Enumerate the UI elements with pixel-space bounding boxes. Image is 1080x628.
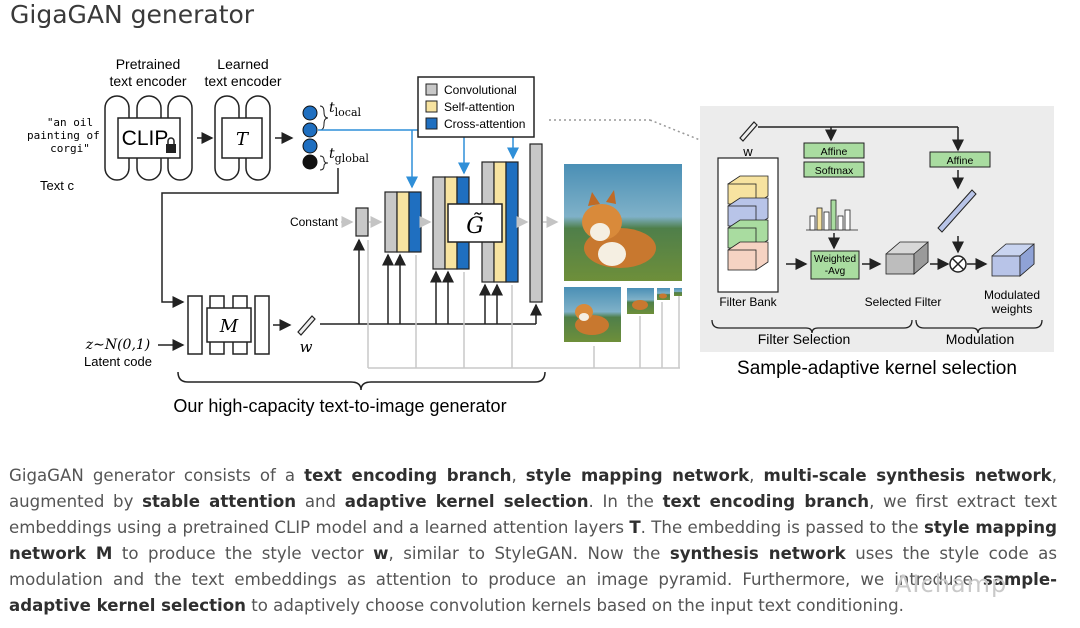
prompt-text: "an oil painting of a corgi"	[27, 116, 113, 155]
filter-bank	[717, 157, 779, 293]
gigagan-architecture-figure: "an oil painting of a corgi" Text c Pret…	[27, 56, 1054, 416]
softmax-label: Softmax	[815, 165, 854, 177]
w-panel-label: w	[742, 144, 753, 159]
w-vector-icon	[297, 315, 316, 336]
constant-label: Constant	[290, 215, 339, 229]
weighted-avg-box: Weighted -Avg	[810, 250, 860, 280]
selected-filter-label: Selected Filter	[865, 295, 942, 309]
text-token-circles	[302, 105, 318, 170]
pretrained-label-line1: Pretrained	[116, 56, 181, 72]
generator-caption: Our high-capacity text-to-image generato…	[173, 396, 506, 416]
description-paragraph: GigaGAN generator consists of a text enc…	[9, 466, 1057, 616]
text-c-label: Text c	[40, 178, 74, 193]
legend-swatch-cross	[425, 117, 438, 130]
modulated-weights	[991, 243, 1035, 277]
modulation-vector-icon	[937, 189, 977, 233]
weights-histogram	[806, 199, 858, 231]
style-modulation-lines	[320, 238, 542, 325]
global-path	[161, 168, 339, 308]
t-encoder-label: T	[236, 129, 250, 150]
watermark: AIchamp	[895, 570, 1008, 598]
legend-cross: Cross-attention	[444, 117, 525, 131]
generator-brace	[177, 371, 546, 391]
selected-filter	[885, 241, 929, 275]
legend-swatch-self	[425, 100, 438, 113]
clip-encoder-block	[104, 95, 193, 181]
constant-block	[355, 207, 369, 237]
softmax-box: Softmax	[803, 161, 865, 178]
w-label: w	[300, 338, 313, 356]
mapping-network-block	[187, 295, 270, 355]
learned-label-line1: Learned	[217, 56, 268, 72]
w-panel-icon	[739, 121, 758, 142]
t-global-label: tglobal	[329, 146, 369, 165]
modulation-label: Modulation	[946, 331, 1015, 347]
affine2-text: Affine	[947, 155, 974, 167]
generated-image-medium	[564, 287, 621, 342]
generated-image-tiniest	[674, 288, 682, 296]
latent-code-label: Latent code	[84, 354, 152, 369]
lock-icon	[166, 137, 176, 153]
legend-swatch-conv	[425, 83, 438, 96]
modulation-brace	[915, 319, 1043, 334]
filter-selection-label: Filter Selection	[758, 331, 851, 347]
generated-image-tiny	[657, 288, 670, 300]
prompt-line-2: painting of a	[27, 129, 113, 142]
generated-image-large	[564, 164, 682, 281]
modulated-label-1: Modulated	[984, 288, 1040, 302]
filter-selection-brace	[711, 319, 913, 334]
pretrained-label-line2: text encoder	[109, 73, 186, 89]
block-legend: Convolutional Self-attention Cross-atten…	[417, 76, 535, 138]
g-tilde-box	[447, 203, 503, 243]
t-local-label: tlocal	[329, 100, 362, 119]
prompt-line-1: "an oil	[47, 116, 93, 129]
pyramid-feedback-lines	[367, 240, 680, 369]
panel-caption: Sample-adaptive kernel selection	[737, 358, 1017, 379]
affine2-box: Affine	[929, 151, 991, 168]
page-title: GigaGAN generator	[10, 0, 255, 29]
weighted-label-1: Weighted	[814, 254, 856, 265]
affine-box: Affine	[803, 142, 865, 159]
clip-label: CLIP	[122, 127, 169, 150]
learned-label-line2: text encoder	[204, 73, 281, 89]
multiply-icon	[949, 255, 967, 273]
prompt-line-3: corgi"	[50, 142, 90, 155]
legend-self: Self-attention	[444, 100, 515, 114]
z-label: z∼N(0,1)	[85, 337, 151, 353]
weighted-label-2: -Avg	[825, 266, 845, 277]
learned-encoder-block	[214, 95, 271, 181]
m-label: M	[219, 316, 239, 337]
zoom-dotted-lines	[549, 119, 701, 141]
modulated-label-2: weights	[991, 302, 1033, 316]
generated-image-small	[627, 288, 654, 314]
legend-conv: Convolutional	[444, 83, 517, 97]
affine-label: Affine	[821, 146, 848, 158]
filter-bank-label: Filter Bank	[719, 295, 777, 309]
g-tilde-label: G̃	[466, 213, 484, 239]
